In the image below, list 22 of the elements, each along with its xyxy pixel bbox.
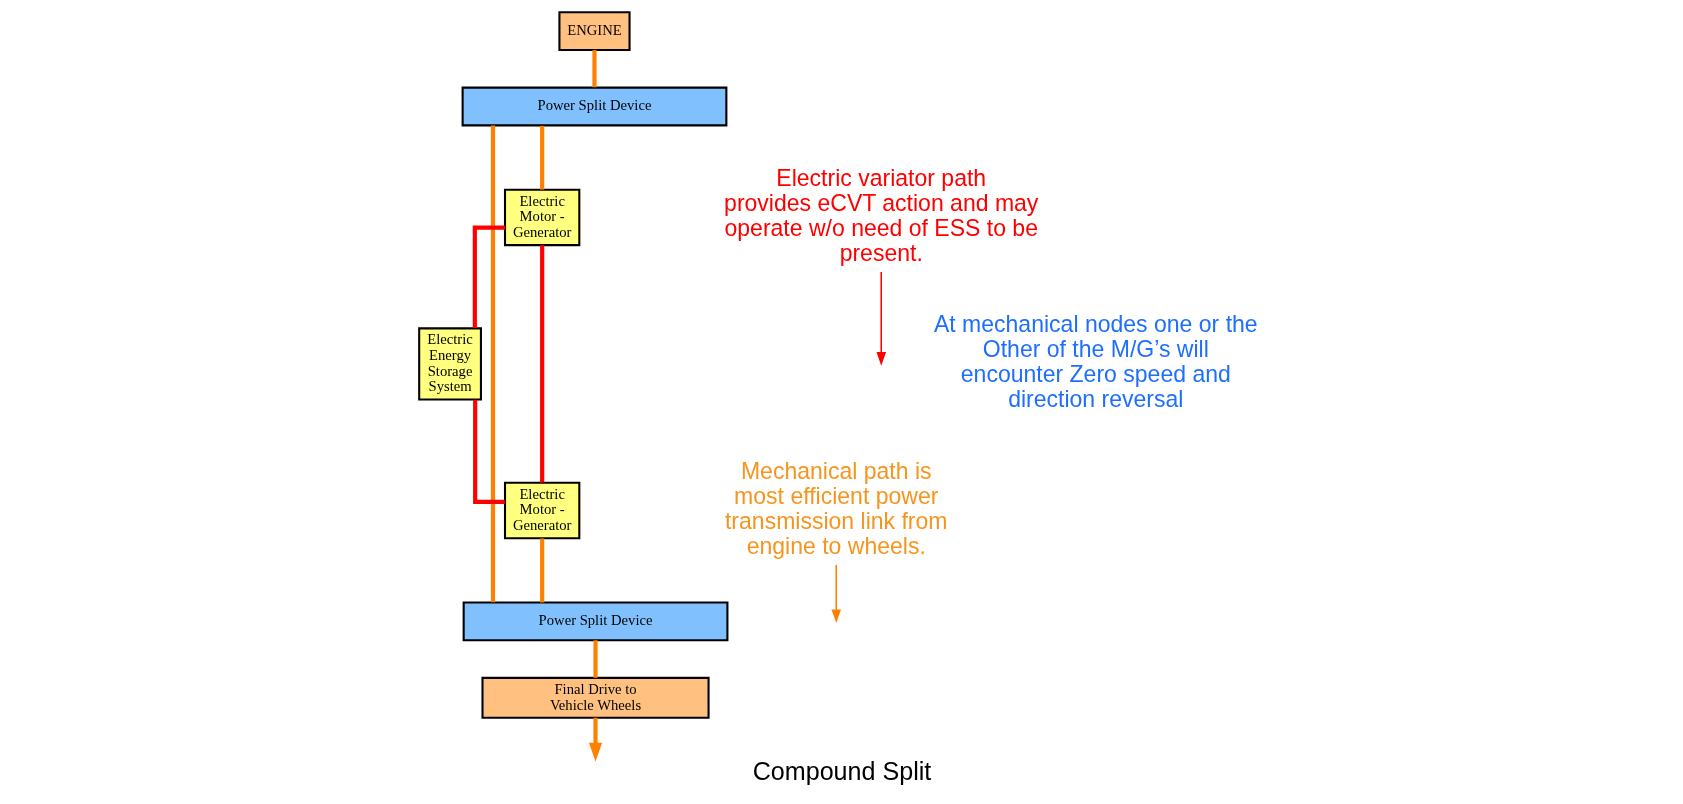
arrow — [588, 717, 602, 762]
connector — [539, 245, 544, 483]
arrow — [875, 271, 886, 366]
node-box: Final Drive to Vehicle Wheels — [480, 676, 710, 719]
label: At mechanical nodes one or the Other of the M/G’s will encounter Zero speed and direction reversal — [933, 311, 1258, 413]
connector — [490, 125, 495, 603]
node-box: Electric Motor - Generator — [503, 481, 580, 540]
node-box: Power Split Device — [461, 86, 727, 127]
connector — [591, 50, 597, 88]
connector — [539, 125, 544, 190]
node-box: ENGINE — [557, 11, 631, 52]
node-box: Electric Motor - Generator — [503, 188, 580, 247]
connector — [539, 538, 544, 603]
node-box: Power Split Device — [462, 601, 728, 642]
node-box: Electric Energy Storage System — [417, 327, 482, 401]
arrow — [830, 564, 841, 624]
node-text: Electric variator path provides eCVT action and may operate w/o need of ESS to be present. — [723, 164, 1038, 266]
node-text: Mechanical path is most efficient power transmission link from engine to wheels. — [724, 457, 948, 559]
connector — [472, 399, 505, 504]
connector — [472, 225, 505, 329]
connector — [592, 640, 598, 678]
caption: Compound Split — [752, 757, 931, 786]
